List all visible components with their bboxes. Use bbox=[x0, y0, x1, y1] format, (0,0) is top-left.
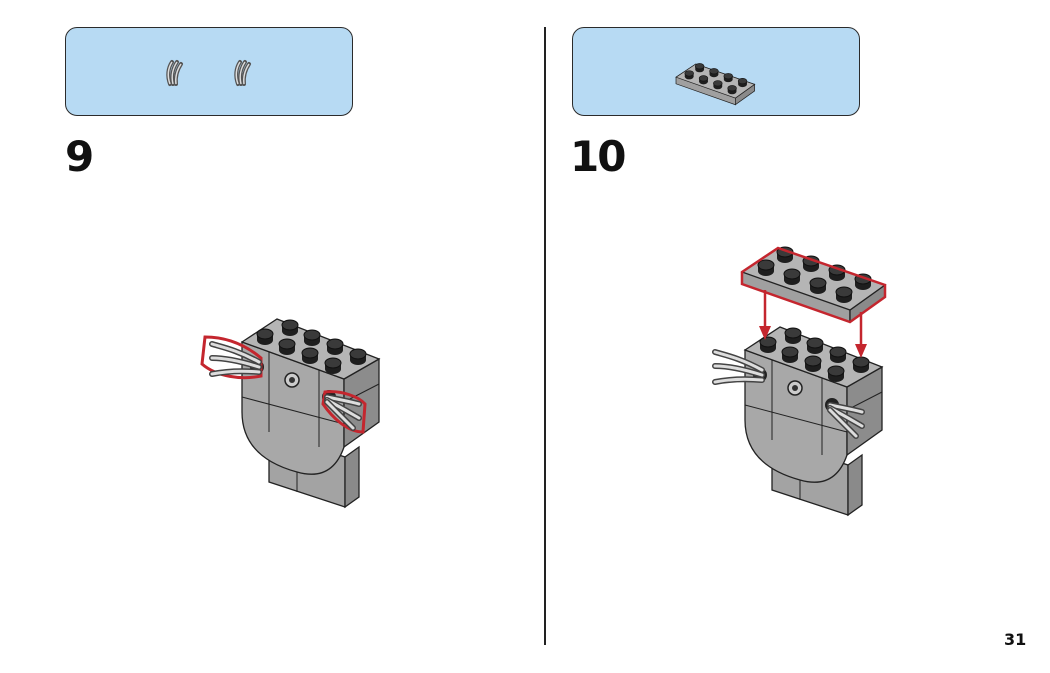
plate-part-icon bbox=[676, 63, 755, 104]
parts-box-step-9 bbox=[65, 27, 353, 116]
step-number-10: 10 bbox=[570, 132, 626, 181]
step-number-9: 9 bbox=[65, 132, 94, 181]
step-10-model bbox=[715, 246, 887, 515]
step-9-model bbox=[200, 319, 379, 507]
page-number: 31 bbox=[1004, 630, 1027, 649]
whisker-part-icon bbox=[234, 60, 251, 86]
plate-highlight bbox=[740, 246, 887, 324]
page-divider bbox=[544, 27, 546, 645]
placement-arrow-icon bbox=[759, 290, 867, 358]
whisker-part-icon bbox=[166, 60, 183, 86]
whisker-highlight bbox=[200, 335, 367, 434]
